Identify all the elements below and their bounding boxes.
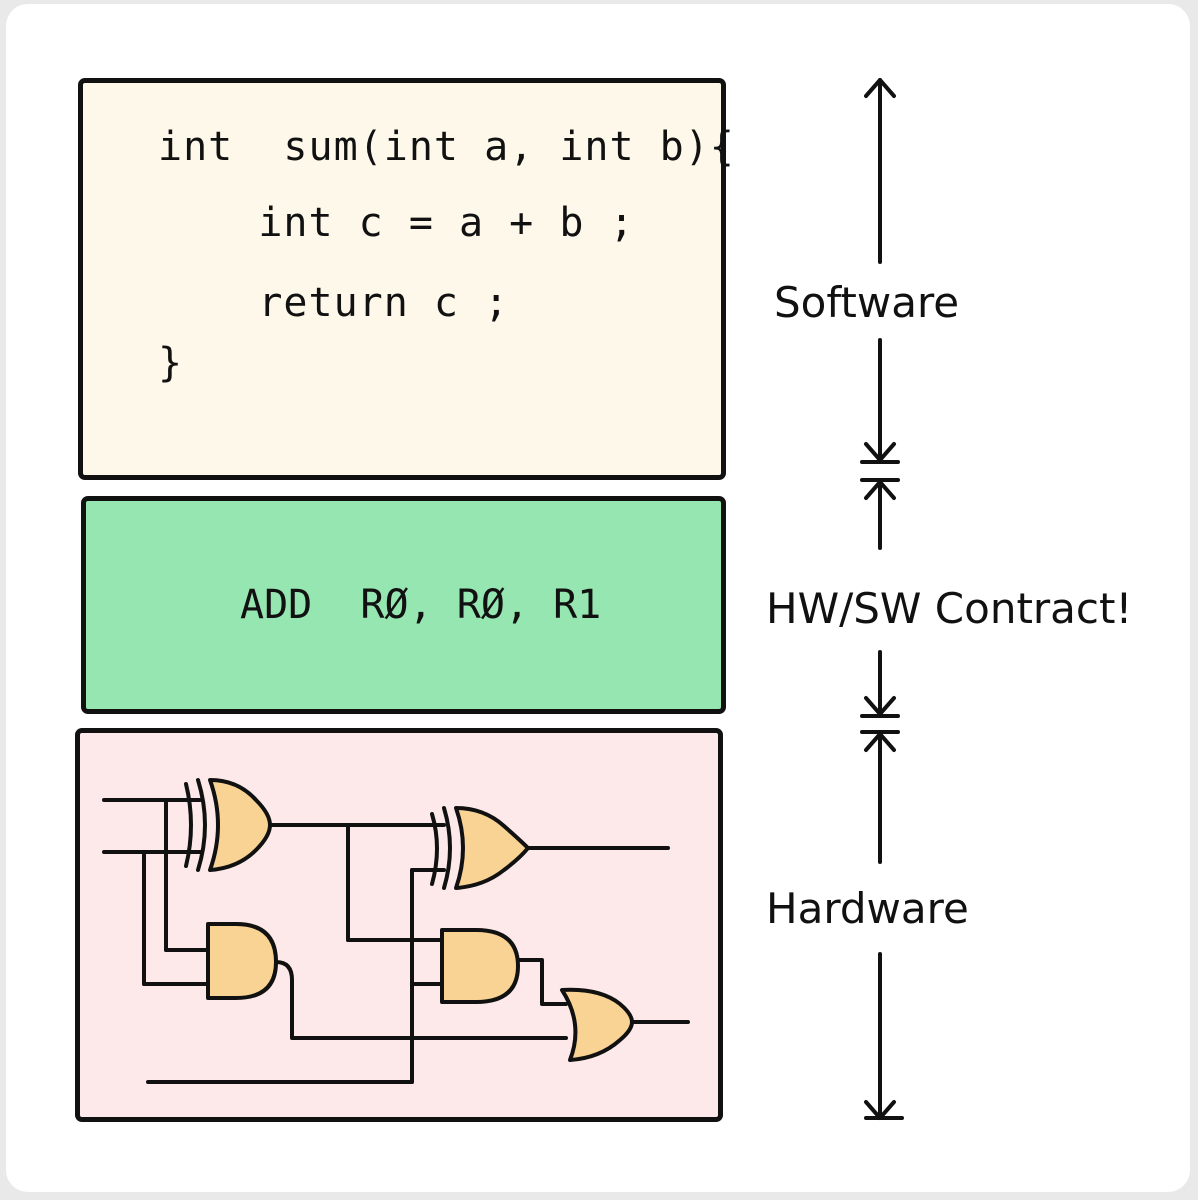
xor-gate-icon [184,778,272,872]
code-line-1: int sum(int a, int b){ [158,124,735,170]
software-layer-box [78,78,726,480]
xor-gate-icon [430,806,530,890]
circuit-wires [102,798,690,1084]
code-line-4: } [158,340,184,386]
and-gate-icon [206,922,278,1000]
code-line-2: int c = a + b ; [158,200,635,246]
hardware-layer-box [75,728,723,1122]
contract-layer-box [81,496,726,714]
software-label: Software [770,278,964,327]
code-line-3: return c ; [158,280,510,326]
or-gate-icon [560,987,634,1062]
hardware-label: Hardware [762,884,973,933]
contract-label: HW/SW Contract! [762,584,1137,633]
hardware-dimension-arrow [860,730,904,1120]
contract-dimension-arrow [860,478,900,718]
assembly-instruction: ADD RØ, RØ, R1 [240,582,602,628]
arrow-up-icon [864,78,896,98]
and-gate-icon [440,928,520,1004]
software-dimension-arrow [860,78,900,464]
